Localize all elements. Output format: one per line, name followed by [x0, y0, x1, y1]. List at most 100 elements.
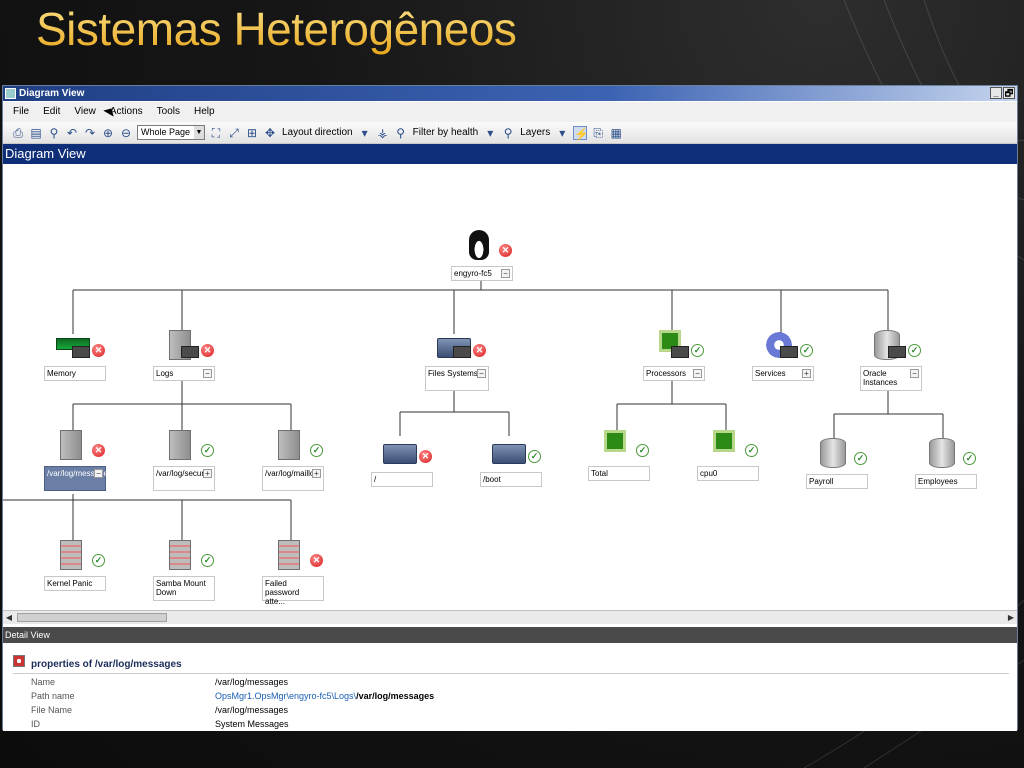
- diagram-edges: [3, 279, 944, 540]
- scroll-right-icon[interactable]: ▶: [1007, 613, 1015, 622]
- auto-layout-icon[interactable]: ⤢: [229, 125, 239, 140]
- undo-icon[interactable]: ↶: [66, 125, 78, 140]
- menu-edit[interactable]: Edit: [43, 106, 61, 117]
- connector-icon[interactable]: ⚡: [573, 125, 590, 141]
- diagram-view-header: Diagram View: [3, 144, 1017, 164]
- scrollbar-thumb[interactable]: [17, 613, 167, 622]
- node-label: Payroll: [806, 474, 868, 489]
- node-label: Total: [588, 466, 650, 481]
- menu-actions[interactable]: Actions: [109, 106, 143, 117]
- expand-toggle[interactable]: +: [203, 469, 212, 478]
- error-status-icon: ✕: [310, 554, 323, 567]
- layout-dropdown-icon[interactable]: ▾: [361, 125, 368, 140]
- collapse-toggle[interactable]: −: [203, 369, 212, 378]
- node-label: /: [371, 472, 433, 487]
- node-label: Memory: [44, 366, 106, 381]
- slide-title: Sistemas Heterogêneos: [36, 3, 517, 55]
- document-icon: [169, 430, 191, 460]
- layers-dropdown-icon[interactable]: ▾: [559, 125, 566, 140]
- collapse-toggle[interactable]: −: [501, 269, 510, 278]
- detail-view-header: Detail View: [3, 627, 1017, 643]
- ok-status-icon: ✓: [963, 452, 976, 465]
- collapse-toggle[interactable]: −: [477, 369, 486, 378]
- ok-status-icon: ✓: [691, 344, 704, 357]
- node-label: Employees: [915, 474, 977, 489]
- node-label: Logs−: [153, 366, 215, 381]
- ok-status-icon: ✓: [908, 344, 921, 357]
- menu-bar: File Edit View Actions Tools Help: [3, 102, 1017, 122]
- print-preview-icon[interactable]: ▤: [30, 125, 42, 140]
- ok-status-icon: ✓: [310, 444, 323, 457]
- fit-icon[interactable]: ⛶: [211, 125, 221, 140]
- path-link[interactable]: OpsMgr1.OpsMgr\engyro-fc5\Logs\: [215, 691, 357, 701]
- chevron-down-icon: ▼: [194, 126, 204, 139]
- zoom-out-icon[interactable]: ⊖: [120, 125, 132, 140]
- error-status-icon: ✕: [92, 444, 105, 457]
- find-icon[interactable]: ⚲: [49, 125, 59, 140]
- processor-chip-icon: [713, 430, 735, 452]
- hierarchy-icon[interactable]: ⚶: [377, 125, 388, 140]
- menu-file[interactable]: File: [13, 106, 30, 117]
- menu-view[interactable]: View: [74, 106, 96, 117]
- zoom-in-icon[interactable]: ⊕: [102, 125, 114, 140]
- minimize-button[interactable]: _: [990, 87, 1002, 99]
- pan-icon[interactable]: ⊞: [246, 125, 258, 140]
- alert-document-icon: [169, 540, 191, 570]
- filter-by-health-button[interactable]: Filter by health: [412, 127, 479, 138]
- ok-status-icon: ✓: [636, 444, 649, 457]
- error-status-icon: ✕: [201, 344, 214, 357]
- error-status-icon: ✕: [473, 344, 486, 357]
- node-label: Kernel Panic: [44, 576, 106, 591]
- folder-icon: [492, 444, 526, 464]
- scroll-left-icon[interactable]: ◀: [5, 613, 13, 622]
- layout-direction-button[interactable]: Layout direction: [282, 127, 353, 138]
- node-label: Samba Mount Down: [153, 576, 215, 601]
- menu-help[interactable]: Help: [194, 106, 215, 117]
- collapse-toggle[interactable]: −: [693, 369, 702, 378]
- linux-penguin-icon: [469, 230, 489, 260]
- error-status-icon: ✕: [499, 244, 512, 257]
- filter-dropdown-icon[interactable]: ▾: [487, 125, 494, 140]
- expand-toggle[interactable]: +: [312, 469, 321, 478]
- alert-document-icon: [278, 540, 300, 570]
- database-icon: [874, 330, 900, 360]
- alert-document-icon: [60, 540, 82, 570]
- node-label: Processors−: [643, 366, 705, 381]
- database-icon: [820, 438, 846, 468]
- monitor-icon: [671, 346, 689, 358]
- layers-button[interactable]: Layers: [520, 127, 551, 138]
- node-label: cpu0: [697, 466, 759, 481]
- layers-icon: ⚲: [503, 125, 513, 140]
- diagram-window: Diagram View _ 🗗 File Edit View Actions …: [2, 85, 1018, 731]
- collapse-toggle[interactable]: −: [94, 469, 103, 478]
- app-icon: [5, 88, 16, 99]
- export-icon[interactable]: ⎘: [593, 125, 604, 140]
- ok-status-icon: ✓: [201, 554, 214, 567]
- horizontal-scrollbar[interactable]: ◀ ▶: [3, 610, 1017, 624]
- window-title: Diagram View: [19, 88, 85, 99]
- collapse-toggle[interactable]: −: [910, 369, 919, 378]
- print-icon[interactable]: ⎙: [13, 125, 23, 140]
- node-label: Oracle Instances−: [860, 366, 922, 391]
- log-file-icon: [13, 655, 25, 667]
- diagram-canvas[interactable]: ✕ engyro-fc5− ✕ Memory ✕ Logs− ✕ Files S…: [3, 164, 1017, 610]
- expand-toggle[interactable]: +: [802, 369, 811, 378]
- ok-status-icon: ✓: [745, 444, 758, 457]
- node-label: Failed password atte...: [262, 576, 324, 606]
- node-label: Services+: [752, 366, 814, 381]
- detail-view-panel: properties of /var/log/messages Name/var…: [3, 643, 1017, 731]
- ok-status-icon: ✓: [854, 452, 867, 465]
- monitor-icon: [888, 346, 906, 358]
- menu-tools[interactable]: Tools: [156, 106, 181, 117]
- error-status-icon: ✕: [92, 344, 105, 357]
- restore-button[interactable]: 🗗: [1003, 87, 1015, 99]
- node-label: /boot: [480, 472, 542, 487]
- node-label: engyro-fc5−: [451, 266, 513, 281]
- redo-icon[interactable]: ↷: [84, 125, 96, 140]
- ok-status-icon: ✓: [800, 344, 813, 357]
- properties-icon[interactable]: ▦: [610, 125, 622, 140]
- zoom-select[interactable]: Whole Page ▼: [137, 125, 205, 140]
- move-icon[interactable]: ✥: [264, 125, 276, 140]
